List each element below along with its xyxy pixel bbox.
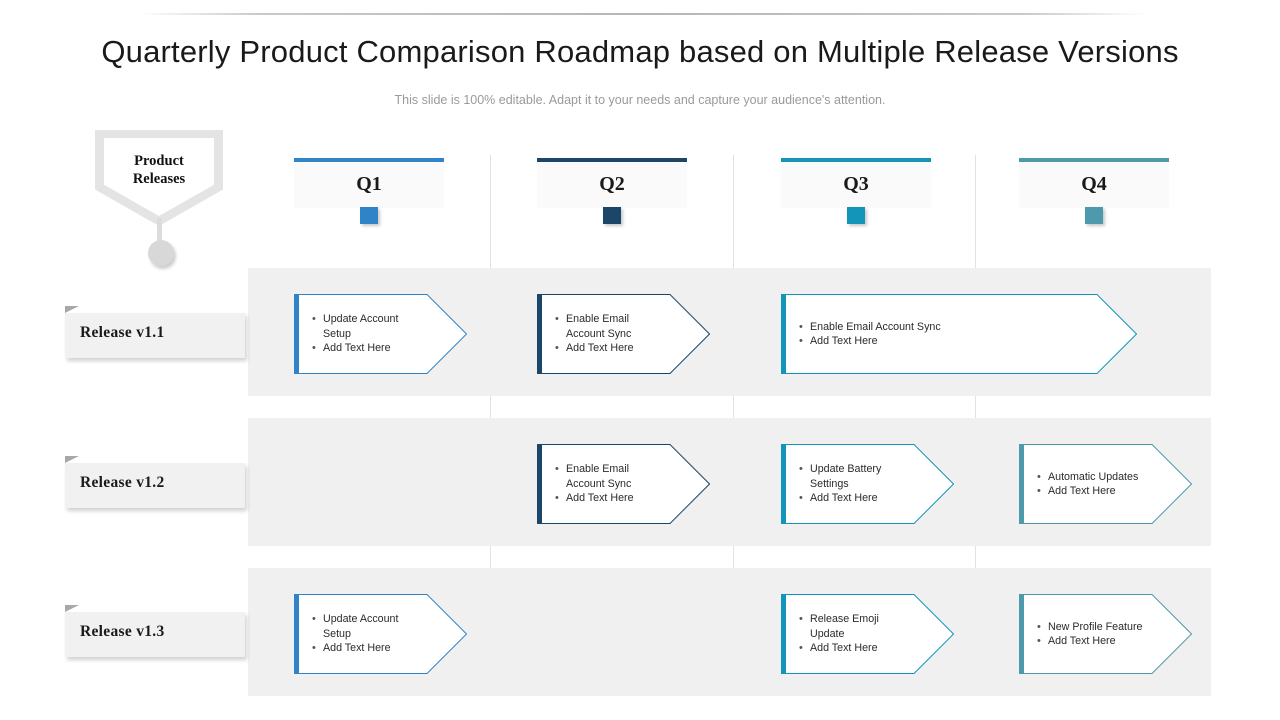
- release-tag-label: Release v1.3: [80, 623, 165, 640]
- folded-corner-icon: [65, 456, 79, 463]
- card-item: Update Account Setup: [312, 312, 421, 341]
- card-item: Add Text Here: [1037, 634, 1146, 649]
- roadmap-card[interactable]: Release Emoji UpdateAdd Text Here: [781, 594, 954, 674]
- card-item: Add Text Here: [555, 491, 664, 506]
- folded-corner-icon: [65, 605, 79, 612]
- card-item: Add Text Here: [312, 641, 421, 656]
- card-item-list: Update Battery SettingsAdd Text Here: [799, 444, 908, 524]
- quarter-label: Q3: [843, 173, 869, 195]
- card-accent-bar: [781, 444, 786, 524]
- card-item: Add Text Here: [799, 641, 908, 656]
- card-item-list: Automatic UpdatesAdd Text Here: [1037, 444, 1146, 524]
- quarter-accent-bar: [781, 158, 931, 162]
- roadmap-card[interactable]: Enable Email Account SyncAdd Text Here: [537, 294, 710, 374]
- quarter-accent-bar: [1019, 158, 1169, 162]
- roadmap-card[interactable]: Enable Email Account SyncAdd Text Here: [781, 294, 1137, 374]
- quarter-accent-bar: [294, 158, 444, 162]
- release-tag-2[interactable]: Release v1.2: [65, 456, 245, 508]
- card-item: Automatic Updates: [1037, 470, 1146, 485]
- product-releases-pennant: Product Releases: [95, 130, 223, 226]
- quarter-header-q3[interactable]: Q3: [781, 158, 931, 224]
- card-item-list: Enable Email Account SyncAdd Text Here: [799, 294, 1091, 374]
- pennant-label-line1: Product: [134, 153, 184, 169]
- quarter-label: Q4: [1081, 173, 1107, 195]
- card-item: Add Text Here: [1037, 484, 1146, 499]
- card-accent-bar: [537, 294, 542, 374]
- card-item: Enable Email Account Sync: [555, 312, 664, 341]
- card-accent-bar: [294, 294, 299, 374]
- card-item: Add Text Here: [555, 341, 664, 356]
- quarter-color-swatch: [1085, 207, 1103, 224]
- quarter-header-q2[interactable]: Q2: [537, 158, 687, 224]
- quarter-header-q1[interactable]: Q1: [294, 158, 444, 224]
- quarter-label: Q2: [599, 173, 625, 195]
- card-item: Update Battery Settings: [799, 462, 908, 491]
- quarter-header-q4[interactable]: Q4: [1019, 158, 1169, 224]
- card-accent-bar: [537, 444, 542, 524]
- roadmap-card[interactable]: Automatic UpdatesAdd Text Here: [1019, 444, 1192, 524]
- card-item: Enable Email Account Sync: [799, 320, 1091, 335]
- page-title: Quarterly Product Comparison Roadmap bas…: [101, 34, 1179, 69]
- roadmap-card[interactable]: Enable Email Account SyncAdd Text Here: [537, 444, 710, 524]
- pennant-dot: [148, 240, 174, 266]
- card-accent-bar: [1019, 594, 1024, 674]
- quarter-color-swatch: [847, 207, 865, 224]
- roadmap-card[interactable]: New Profile FeatureAdd Text Here: [1019, 594, 1192, 674]
- card-accent-bar: [781, 294, 786, 374]
- card-item-list: Update Account SetupAdd Text Here: [312, 294, 421, 374]
- top-divider: [138, 13, 1146, 15]
- card-item: Release Emoji Update: [799, 612, 908, 641]
- card-accent-bar: [1019, 444, 1024, 524]
- pennant-stem: [157, 218, 162, 244]
- card-item-list: Enable Email Account SyncAdd Text Here: [555, 294, 664, 374]
- card-item-list: Update Account SetupAdd Text Here: [312, 594, 421, 674]
- quarter-color-swatch: [603, 207, 621, 224]
- folded-corner-icon: [65, 306, 79, 313]
- card-accent-bar: [781, 594, 786, 674]
- quarter-color-swatch: [360, 207, 378, 224]
- roadmap-card[interactable]: Update Account SetupAdd Text Here: [294, 294, 467, 374]
- pennant-label-line2: Releases: [132, 171, 186, 187]
- roadmap-card[interactable]: Update Account SetupAdd Text Here: [294, 594, 467, 674]
- quarter-accent-bar: [537, 158, 687, 162]
- card-item-list: Enable Email Account SyncAdd Text Here: [555, 444, 664, 524]
- release-tag-label: Release v1.1: [80, 324, 165, 341]
- card-item: Add Text Here: [312, 341, 421, 356]
- release-tag-1[interactable]: Release v1.1: [65, 306, 245, 358]
- page-subtitle: This slide is 100% editable. Adapt it to…: [394, 93, 886, 107]
- release-tag-3[interactable]: Release v1.3: [65, 605, 245, 657]
- pennant-label: Product Releases: [95, 152, 223, 188]
- card-item: New Profile Feature: [1037, 620, 1146, 635]
- card-item: Add Text Here: [799, 334, 1091, 349]
- card-item-list: Release Emoji UpdateAdd Text Here: [799, 594, 908, 674]
- roadmap-card[interactable]: Update Battery SettingsAdd Text Here: [781, 444, 954, 524]
- release-tag-label: Release v1.2: [80, 474, 165, 491]
- quarter-label: Q1: [356, 173, 382, 195]
- card-item: Update Account Setup: [312, 612, 421, 641]
- card-item-list: New Profile FeatureAdd Text Here: [1037, 594, 1146, 674]
- card-item: Add Text Here: [799, 491, 908, 506]
- card-item: Enable Email Account Sync: [555, 462, 664, 491]
- card-accent-bar: [294, 594, 299, 674]
